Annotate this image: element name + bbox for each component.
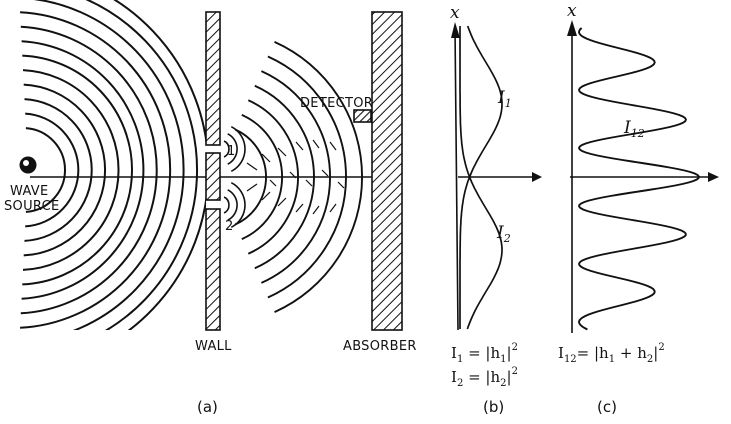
equation-c: I12= |h1 + h2|2 bbox=[558, 342, 665, 365]
wavefront-arc bbox=[241, 114, 283, 240]
intensity-curve-2 bbox=[459, 26, 503, 330]
slit-arc bbox=[230, 181, 246, 229]
absorber bbox=[371, 11, 403, 331]
tick-mark bbox=[312, 205, 320, 215]
wave-source-label: WAVE bbox=[10, 184, 49, 199]
caption-c: (c) bbox=[597, 398, 617, 416]
x-axis-b-arrow bbox=[532, 172, 542, 182]
wavefront-arc bbox=[85, 0, 198, 330]
tick-mark bbox=[269, 179, 277, 187]
wall-label: WALL bbox=[195, 339, 232, 354]
detector bbox=[353, 109, 372, 123]
wavefront-arc bbox=[22, 69, 120, 271]
tick-mark bbox=[295, 203, 304, 213]
slit-arc bbox=[223, 196, 230, 214]
slit-arc bbox=[227, 189, 238, 221]
wall bbox=[205, 11, 221, 331]
curve-12-label: I12 bbox=[623, 118, 645, 140]
slit-arcs bbox=[223, 125, 246, 229]
wavefront-arc bbox=[261, 70, 332, 284]
panel-a: WAVE SOURCE 1 2 WALL ABSORBER DETECTOR (… bbox=[4, 0, 417, 416]
wavefront-arc bbox=[24, 98, 93, 242]
equation-b-2: I2 = |h2|2 bbox=[451, 366, 518, 389]
tick-mark bbox=[321, 169, 329, 177]
tick-mark bbox=[261, 153, 271, 163]
wavefront-arc bbox=[234, 128, 267, 226]
wavefront-arc bbox=[21, 40, 145, 300]
caption-b: (b) bbox=[483, 398, 504, 416]
vertical-axis-b bbox=[454, 27, 459, 331]
axis-label-c: x bbox=[567, 1, 577, 21]
wave-source-icon bbox=[19, 156, 37, 174]
absorber-label: ABSORBER bbox=[343, 339, 417, 354]
interference-ticks bbox=[246, 139, 345, 215]
tick-mark bbox=[246, 162, 258, 171]
tick-mark bbox=[261, 191, 271, 201]
interference-curve bbox=[577, 27, 700, 331]
wavefront-arc bbox=[22, 54, 134, 286]
curve-2-label: I2 bbox=[496, 223, 511, 245]
wavefront-arc bbox=[23, 83, 107, 257]
wave-source-label-2: SOURCE bbox=[4, 199, 59, 214]
tick-mark bbox=[329, 203, 337, 213]
slit-arc bbox=[227, 133, 238, 165]
tick-mark bbox=[277, 197, 287, 207]
axis-label-b: x bbox=[450, 3, 460, 23]
tick-mark bbox=[329, 141, 337, 151]
wavefront-arc bbox=[20, 25, 158, 315]
panel-b: x I1 I2 I1 = |h1|2 I2 = |h2|2 (b) bbox=[450, 3, 542, 416]
wavefront-arc bbox=[254, 84, 315, 270]
tick-mark bbox=[305, 179, 313, 187]
slit-1-label: 1 bbox=[227, 144, 236, 159]
tick-mark bbox=[289, 171, 297, 179]
tick-mark bbox=[246, 183, 258, 192]
vertical-axis-c-arrow bbox=[567, 20, 577, 36]
equation-b-1: I1 = |h1|2 bbox=[451, 342, 518, 365]
slit-arc bbox=[230, 125, 246, 173]
tick-mark bbox=[337, 181, 345, 189]
slit-arc bbox=[223, 140, 230, 158]
tick-mark bbox=[312, 139, 320, 149]
vertical-axis-b-arrow bbox=[451, 22, 460, 38]
x-axis-c-arrow bbox=[708, 172, 719, 182]
panel-c: x I12 I12= |h1 + h2|2 (c) bbox=[558, 1, 719, 416]
wavefront-arc bbox=[25, 112, 80, 228]
tick-mark bbox=[295, 141, 304, 151]
wavefront-arc bbox=[33, 0, 185, 330]
incident-wavefronts bbox=[20, 0, 206, 330]
wavefront-arc bbox=[274, 41, 364, 313]
diffracted-wavefronts bbox=[234, 41, 364, 313]
wavefront-arc bbox=[20, 11, 172, 329]
tick-mark bbox=[277, 147, 287, 157]
slit-2-label: 2 bbox=[225, 219, 234, 234]
wavefront-arc bbox=[247, 99, 299, 255]
detector-label: DETECTOR bbox=[300, 96, 373, 111]
wavefront-arc bbox=[25, 127, 67, 213]
wavefront-arc bbox=[267, 55, 347, 299]
caption-a: (a) bbox=[197, 398, 218, 416]
curve-1-label: I1 bbox=[497, 88, 512, 110]
